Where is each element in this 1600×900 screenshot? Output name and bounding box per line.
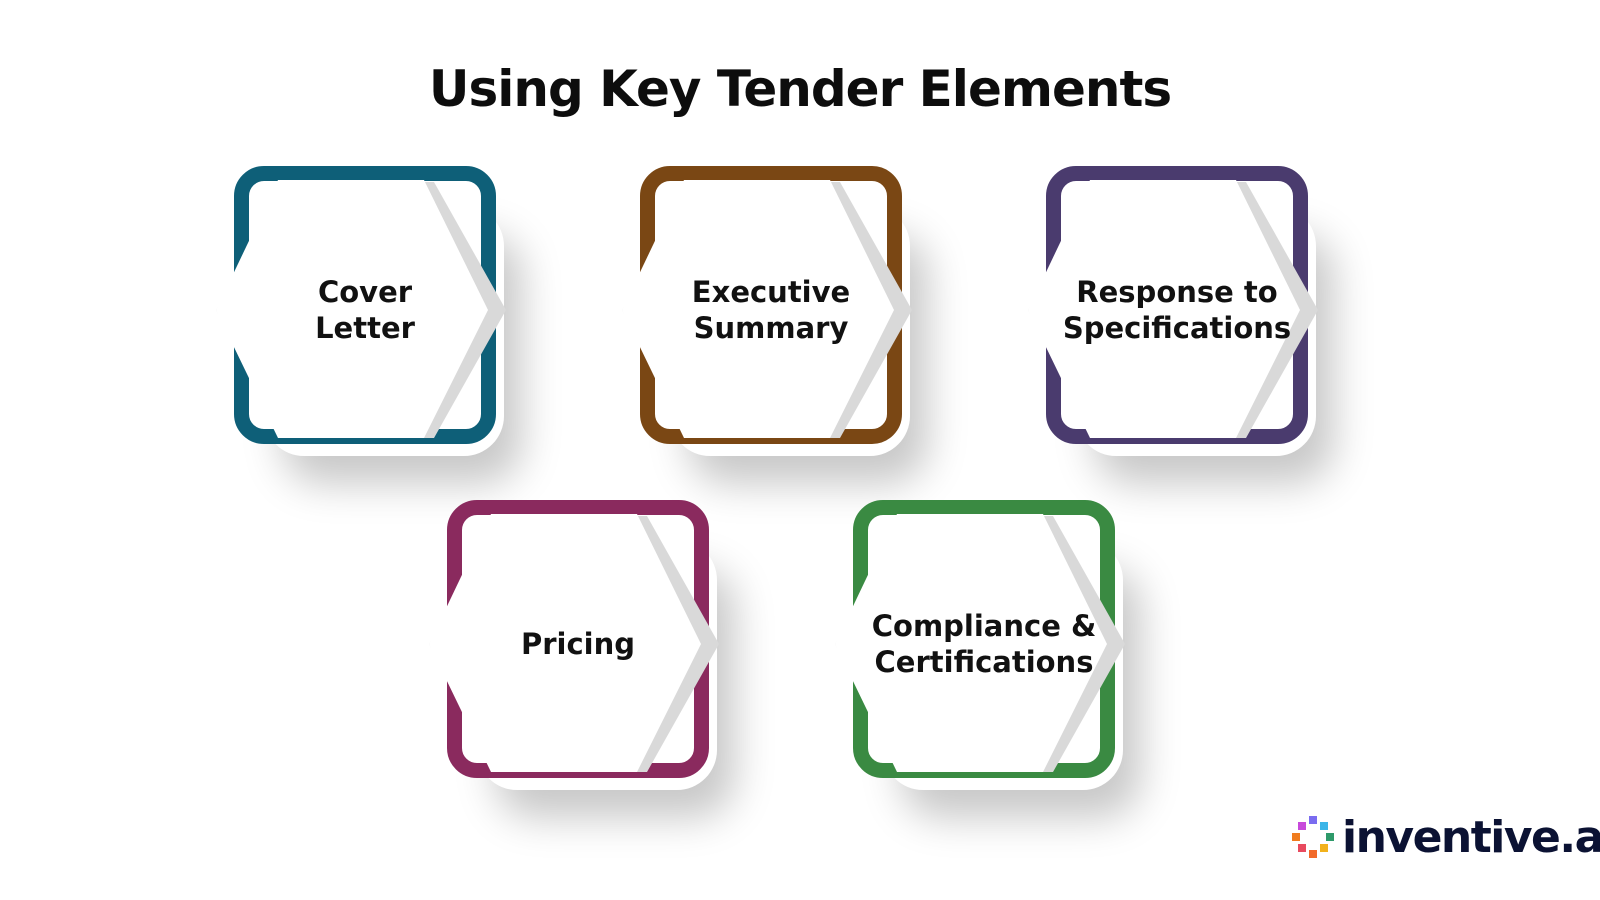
hexagon-shape xyxy=(622,180,912,440)
card-label: Compliance & Certifications xyxy=(871,608,1097,679)
element-card-response-to-specifications: Response to Specifications xyxy=(1028,166,1318,444)
card-label: Cover Letter xyxy=(315,274,415,345)
card-label: Executive Summary xyxy=(691,274,851,345)
element-card-compliance-certifications: Compliance & Certifications xyxy=(835,500,1125,778)
inventive-logo-icon xyxy=(1292,816,1334,858)
hexagon-shape xyxy=(216,180,506,440)
logo-wordmark: inventive.ai xyxy=(1342,811,1600,863)
card-label: Response to Specifications xyxy=(1062,274,1292,345)
hexagon-shape xyxy=(429,514,719,774)
inventive-logo: inventive.ai xyxy=(1290,811,1600,863)
diagram-title: Using Key Tender Elements xyxy=(428,60,1172,118)
hexagon-shape xyxy=(835,514,1125,774)
hexagon-shape xyxy=(1028,180,1318,440)
card-label: Pricing xyxy=(520,626,636,661)
element-card-executive-summary: Executive Summary xyxy=(622,166,912,444)
element-card-pricing: Pricing xyxy=(429,500,719,778)
element-card-cover-letter: Cover Letter xyxy=(216,166,506,444)
